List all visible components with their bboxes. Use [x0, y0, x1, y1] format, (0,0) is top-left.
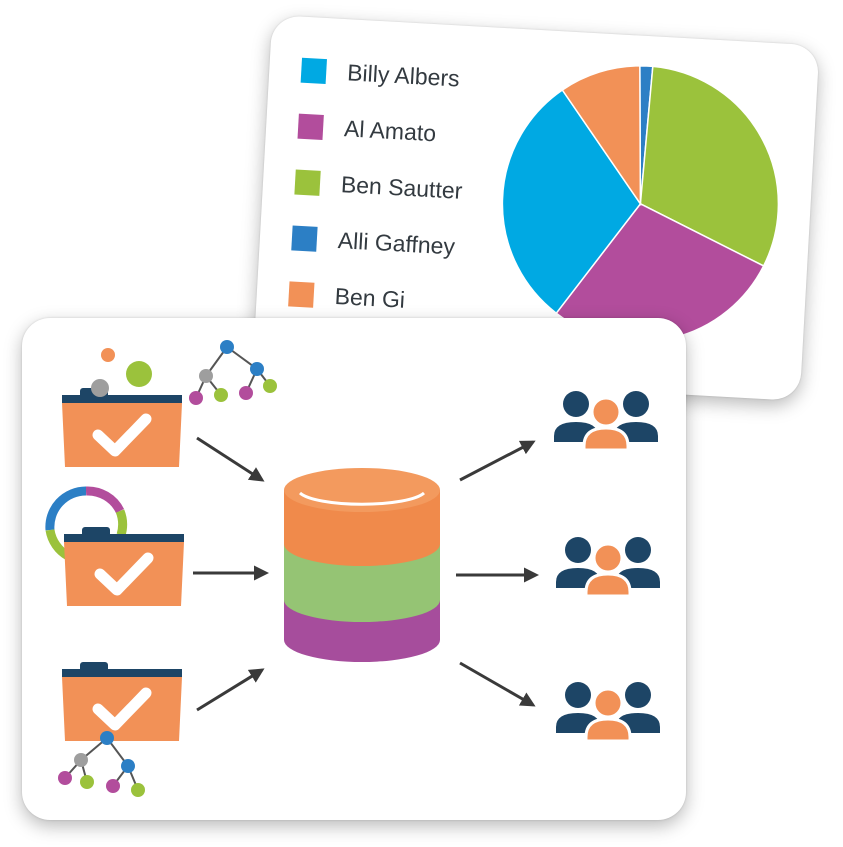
pie-slice: [639, 65, 780, 267]
decor-dot: [101, 348, 115, 362]
data-flow-diagram: [45, 340, 662, 797]
pie-slice: [501, 88, 642, 315]
folder-check-icon: [62, 388, 182, 467]
folder-check-icon: [62, 662, 182, 741]
folder-check-icon: [64, 527, 184, 606]
pie-chart: [501, 65, 780, 343]
pie-slice: [561, 65, 642, 207]
pie-chart-card: Billy Albers Al Amato Ben Sautter Alli G…: [252, 14, 820, 402]
network-tree-icon: [189, 340, 277, 405]
database-icon: [284, 468, 440, 662]
decor-dot: [126, 361, 152, 387]
user-group-icon: [554, 680, 662, 743]
arrow-in: [193, 436, 269, 712]
network-tree-icon: [58, 731, 145, 797]
arrow-out: [456, 440, 539, 707]
data-flow-card: [22, 318, 686, 820]
user-group-icon: [552, 389, 660, 452]
user-group-icon: [554, 535, 662, 598]
decor-dot: [91, 379, 109, 397]
